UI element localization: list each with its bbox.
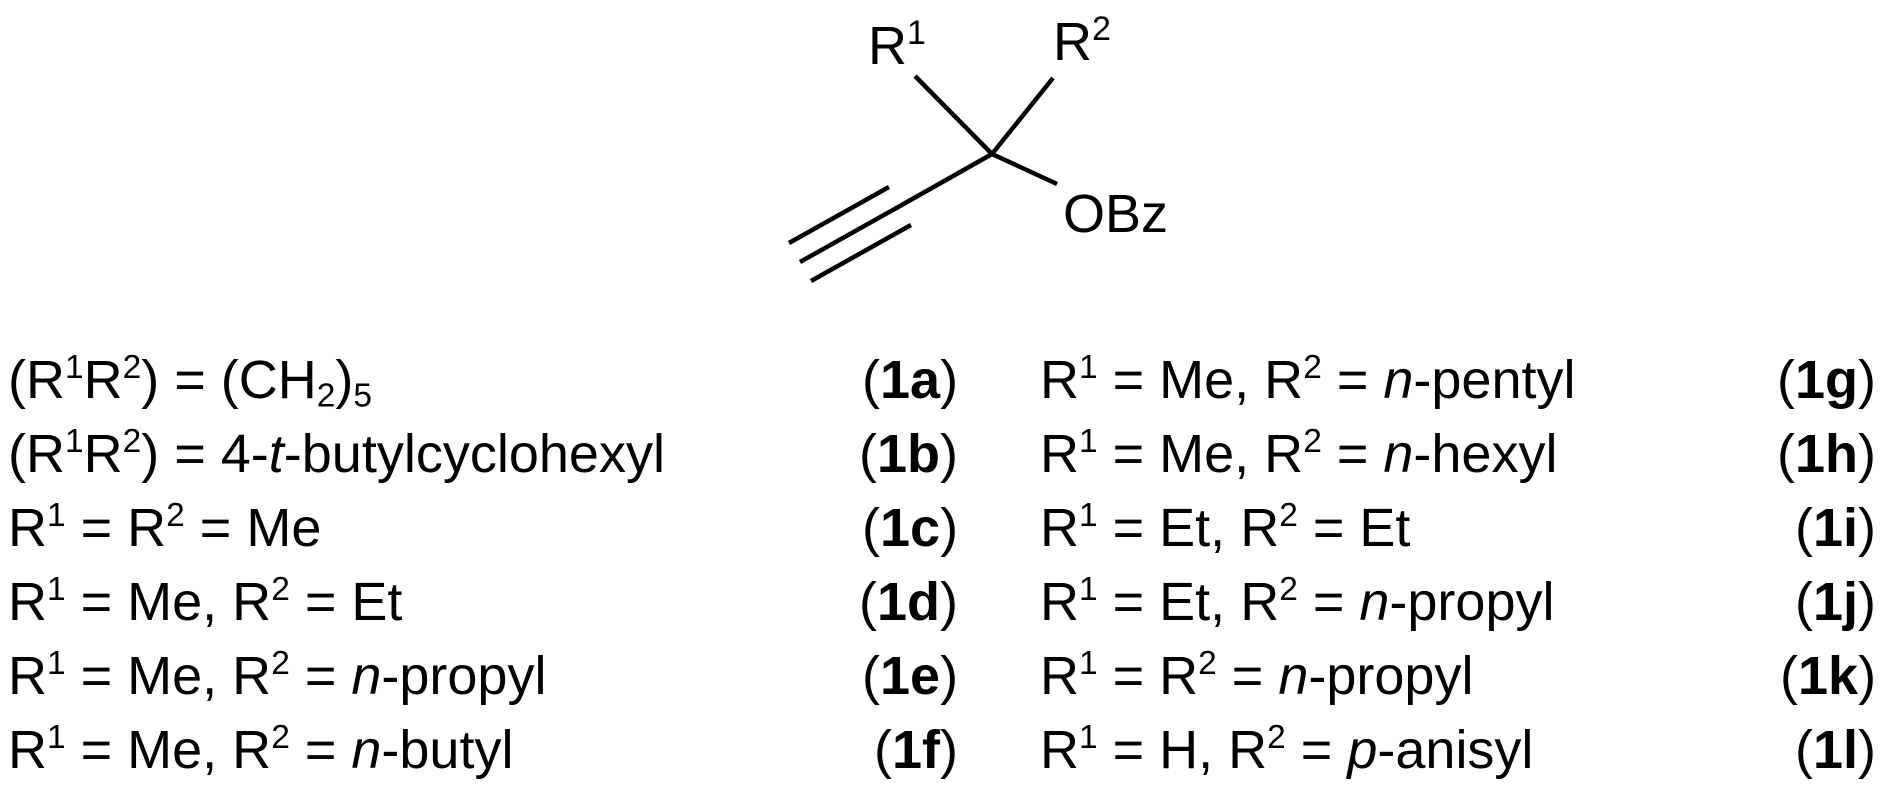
substituent-definition: (R1R2) = (CH2)5 [8,348,372,415]
substituent-definition: R1 = Et, R2 = n-propyl [1040,570,1555,632]
compound-label: (1b) [859,424,958,484]
obz-label: OBz [1063,184,1168,244]
bond-c-obz [991,151,1058,187]
triple-bond [787,185,913,283]
compound-label: (1e) [862,646,959,706]
substituent-definition: (R1R2) = 4-t-butylcyclohexyl [8,422,665,484]
compound-label: (1j) [1795,572,1877,632]
compound-label: (1i) [1795,498,1877,558]
substituent-definition: R1 = Et, R2 = Et [1040,496,1411,558]
substituent-definition: R1 = R2 = Me [8,496,322,558]
compound-label: (1g) [1777,350,1876,410]
substituent-definition: R1 = R2 = n-propyl [1040,644,1474,706]
compound-label: (1h) [1777,424,1876,484]
bond-c-alkyne [898,152,994,208]
compound-label: (1k) [1780,646,1877,706]
bond-c-r2 [990,76,1055,156]
substituent-definition: R1 = Me, R2 = n-hexyl [1040,422,1558,484]
chemical-structure: R1 R2 OBz [787,10,1168,283]
r2-label: R2 [1053,10,1111,72]
substituent-definition: R1 = Me, R2 = n-pentyl [1040,348,1576,410]
bond-c-r1 [913,74,994,156]
substituent-definition: R1 = Me, R2 = Et [8,570,403,632]
compound-label: (1a) [862,350,959,410]
substituent-definition: R1 = Me, R2 = n-butyl [8,718,514,780]
compound-label: (1f) [874,720,958,780]
compound-label: (1c) [862,498,959,558]
compound-label: (1d) [859,572,958,632]
substituent-definition: R1 = Me, R2 = n-propyl [8,644,547,706]
substituent-definition: R1 = H, R2 = p-anisyl [1040,718,1534,780]
compound-label: (1l) [1795,720,1877,780]
r1-label: R1 [868,14,926,76]
